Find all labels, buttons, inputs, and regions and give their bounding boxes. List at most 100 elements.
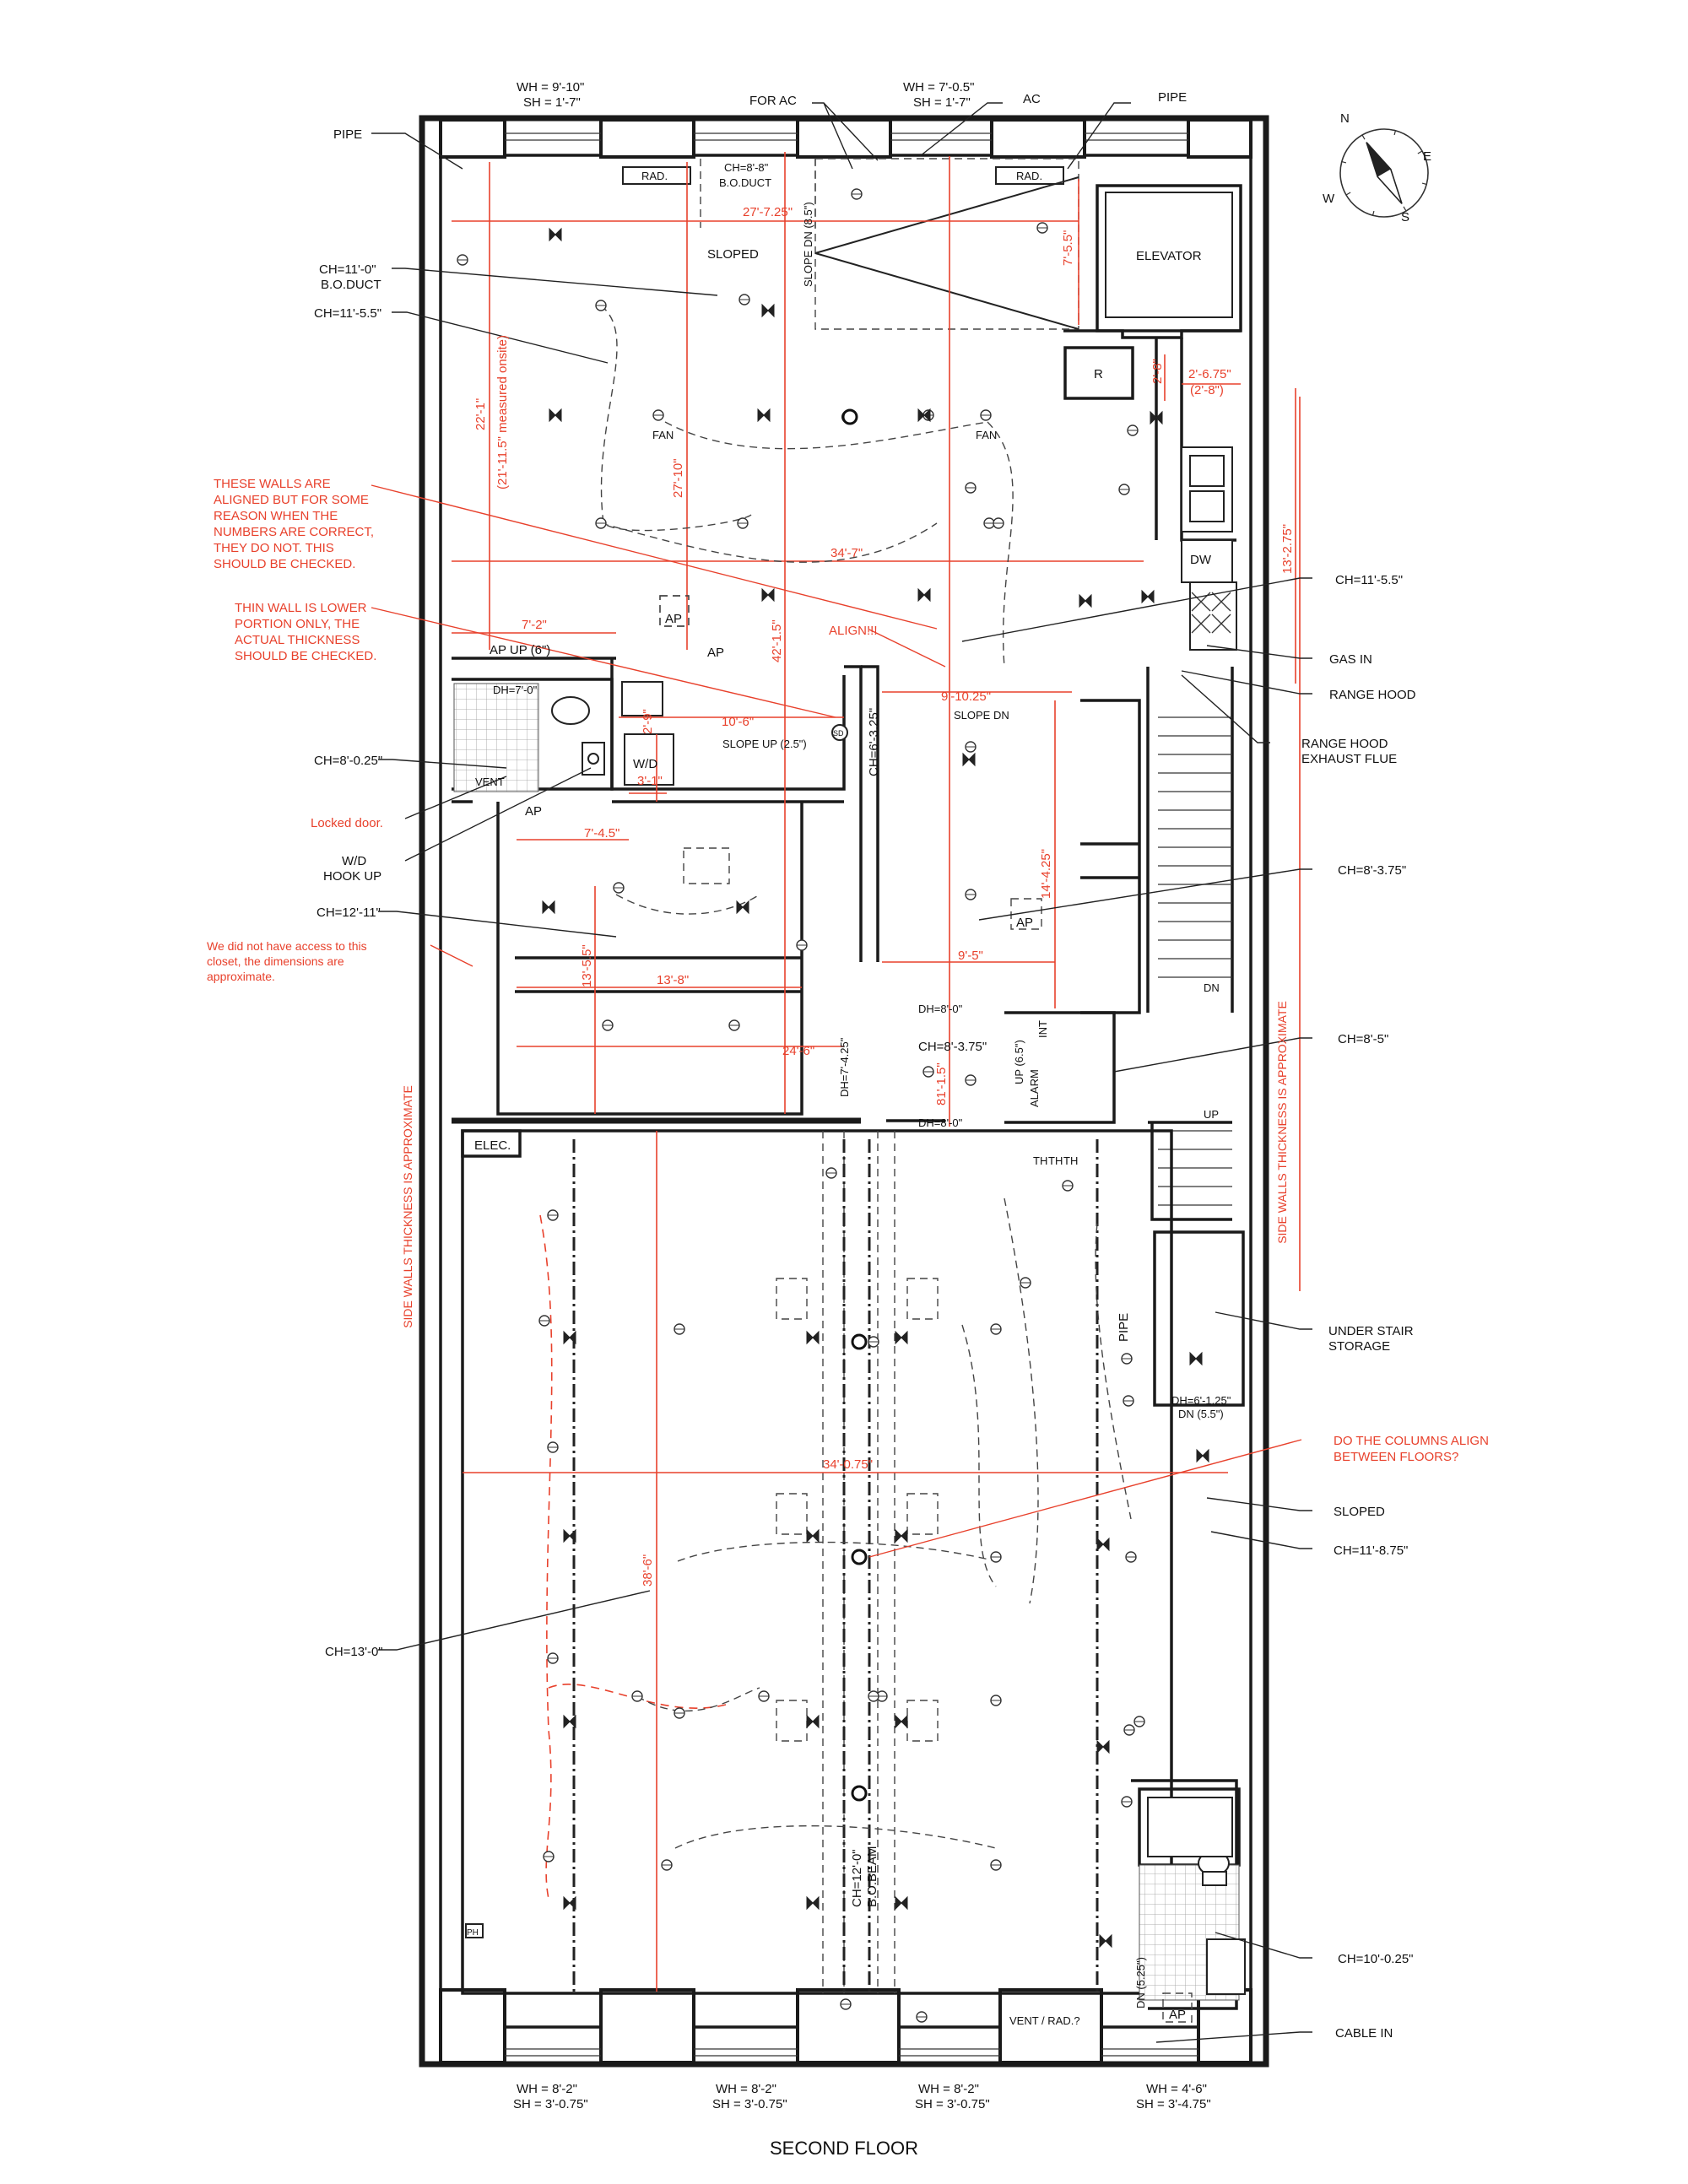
label-slope-dn: SLOPE DN [954, 709, 1009, 722]
label-ap-3: AP [525, 804, 542, 819]
label-fan-2: FAN [976, 429, 997, 441]
switch-symbol [895, 1528, 908, 1543]
label-slope-up: SLOPE UP (2.5") [722, 738, 807, 750]
switch-symbol [1099, 1933, 1112, 1949]
switch-symbol [549, 227, 562, 242]
interior-walls [452, 184, 1245, 2010]
label-ch-8-025: CH=8'-0.25" [314, 754, 382, 768]
dim-3-1: 3'-1" [637, 774, 663, 788]
label-rad-2: RAD. [1016, 170, 1042, 182]
column-ring [851, 1785, 868, 1802]
compass [1339, 128, 1429, 218]
bottom-window-3-wh: WH = 8'-2" [918, 2082, 979, 2096]
label-dn-525: DN (5.25") [1134, 1957, 1147, 2008]
label-ap-1: AP [665, 612, 682, 626]
label-up-stair: UP [1204, 1108, 1219, 1121]
switch-symbol [761, 587, 775, 603]
label-for-ac: FOR AC [749, 94, 797, 108]
svg-text:THIN WALL IS LOWER: THIN WALL IS LOWER [235, 601, 367, 615]
svg-text:SHOULD BE CHECKED.: SHOULD BE CHECKED. [235, 649, 376, 663]
dim-42-15: 42'-1.5" [770, 619, 784, 662]
dim-24-6: 24'-6" [782, 1044, 814, 1058]
dim-7-45: 7'-4.5" [584, 826, 619, 841]
label-sloped-right: SLOPED [1334, 1505, 1385, 1519]
label-up-65: UP (6.5") [1013, 1040, 1025, 1084]
label-ap-5: AP [1169, 2008, 1186, 2022]
svg-text:BETWEEN FLOORS?: BETWEEN FLOORS? [1334, 1450, 1458, 1464]
switch-symbol [1189, 1351, 1203, 1366]
label-sloped: SLOPED [707, 247, 759, 262]
label-th-3: TH [1063, 1154, 1078, 1167]
dim-34-075: 34'-0.75" [823, 1457, 873, 1472]
bottom-window-2-sh: SH = 3'-0.75" [712, 2097, 787, 2111]
bottom-window-4-sh: SH = 3'-4.75" [1136, 2097, 1211, 2111]
switch-symbol [549, 408, 562, 423]
svg-text:THESE WALLS ARE: THESE WALLS ARE [214, 477, 331, 491]
top-window-2-sh: SH = 1'-7" [913, 95, 971, 110]
dim-13-275: 13'-2.75" [1280, 524, 1295, 574]
label-bo-duct: B.O.DUCT [321, 278, 381, 292]
label-alarm: ALARM [1028, 1069, 1041, 1107]
switch-symbol [895, 1895, 908, 1911]
compass-n: N [1340, 111, 1350, 126]
label-slope-dn-85: SLOPE DN (8.5") [802, 202, 814, 287]
light-fixture-symbols [457, 188, 1209, 2023]
column-ring [851, 1549, 868, 1565]
label-vent: VENT [475, 776, 505, 788]
label-dw: DW [1190, 553, 1212, 567]
dim-38-6: 38'-6" [641, 1554, 655, 1587]
bottom-window-4-wh: WH = 4'-6" [1146, 2082, 1207, 2096]
bottom-window-1-wh: WH = 8'-2" [517, 2082, 577, 2096]
top-window-1-wh: WH = 9'-10" [517, 80, 584, 95]
switch-symbol [542, 900, 555, 915]
dim-2-8: 2'-8" [1150, 359, 1165, 384]
bottom-window-2-wh: WH = 8'-2" [716, 2082, 776, 2096]
label-gas-in: GAS IN [1329, 652, 1372, 667]
dim-7-2: 7'-2" [522, 618, 547, 632]
label-dh-6-125: DH=6'-1.25" [1171, 1394, 1231, 1407]
label-dn-stair: DN [1204, 981, 1220, 994]
label-ch-8-375-room: CH=8'-3.75" [918, 1040, 987, 1054]
label-pipe-top: PIPE [1158, 90, 1187, 105]
switch-symbol [806, 1714, 820, 1729]
compass-w: W [1323, 192, 1335, 206]
label-fan-1: FAN [652, 429, 674, 441]
label-ch-11-875: CH=11'-8.75" [1334, 1543, 1408, 1558]
label-th-1: TH [1033, 1154, 1047, 1167]
switch-symbol [736, 900, 749, 915]
note-side-walls-right: SIDE WALLS THICKNESS IS APPROXIMATE [1275, 1001, 1289, 1244]
top-window-2-wh: WH = 7'-0.5" [903, 80, 974, 95]
note-locked-door: Locked door. [311, 816, 383, 830]
dim-27-725: 27'-7.25" [743, 205, 793, 219]
switch-symbol [563, 1895, 576, 1911]
switch-symbol [962, 752, 976, 767]
label-r: R [1094, 367, 1103, 381]
dim-81-15: 81'-1.5" [934, 1062, 949, 1106]
top-window-1-sh: SH = 1'-7" [523, 95, 581, 110]
label-ch-12-0: CH=12'-0" [850, 1849, 864, 1907]
dim-13-8: 13'-8" [657, 973, 689, 987]
svg-text:THEY DO NOT. THIS: THEY DO NOT. THIS [214, 541, 334, 555]
wiring-gray [600, 305, 1132, 1849]
label-sd: SD [833, 729, 844, 738]
label-bo-duct-room: B.O.DUCT [719, 176, 771, 189]
label-pipe-vertical: PIPE [1117, 1313, 1131, 1342]
compass-e: E [1423, 149, 1431, 164]
switch-symbol [806, 1528, 820, 1543]
svg-text:We did not have access to this: We did not have access to this [207, 939, 367, 953]
dim-2-8b: (2'-8") [1190, 383, 1224, 397]
label-ch-8-5: CH=8'-5" [1338, 1032, 1388, 1046]
bottom-window-1-sh: SH = 3'-0.75" [513, 2097, 588, 2111]
dimension-lines [452, 152, 1301, 1992]
switch-symbol [806, 1330, 820, 1345]
label-wd-hookup-2: HOOK UP [323, 869, 381, 884]
dim-2-9: 2'-9" [641, 709, 655, 734]
switch-symbol [895, 1714, 908, 1729]
label-ac: AC [1023, 92, 1041, 106]
label-ap-2: AP [707, 646, 724, 660]
label-rad-1: RAD. [641, 170, 668, 182]
switch-symbol [1079, 593, 1092, 608]
wiring-red [539, 1214, 727, 1900]
note-aligned-walls: THESE WALLS ARE ALIGNED BUT FOR SOME REA… [214, 477, 374, 571]
